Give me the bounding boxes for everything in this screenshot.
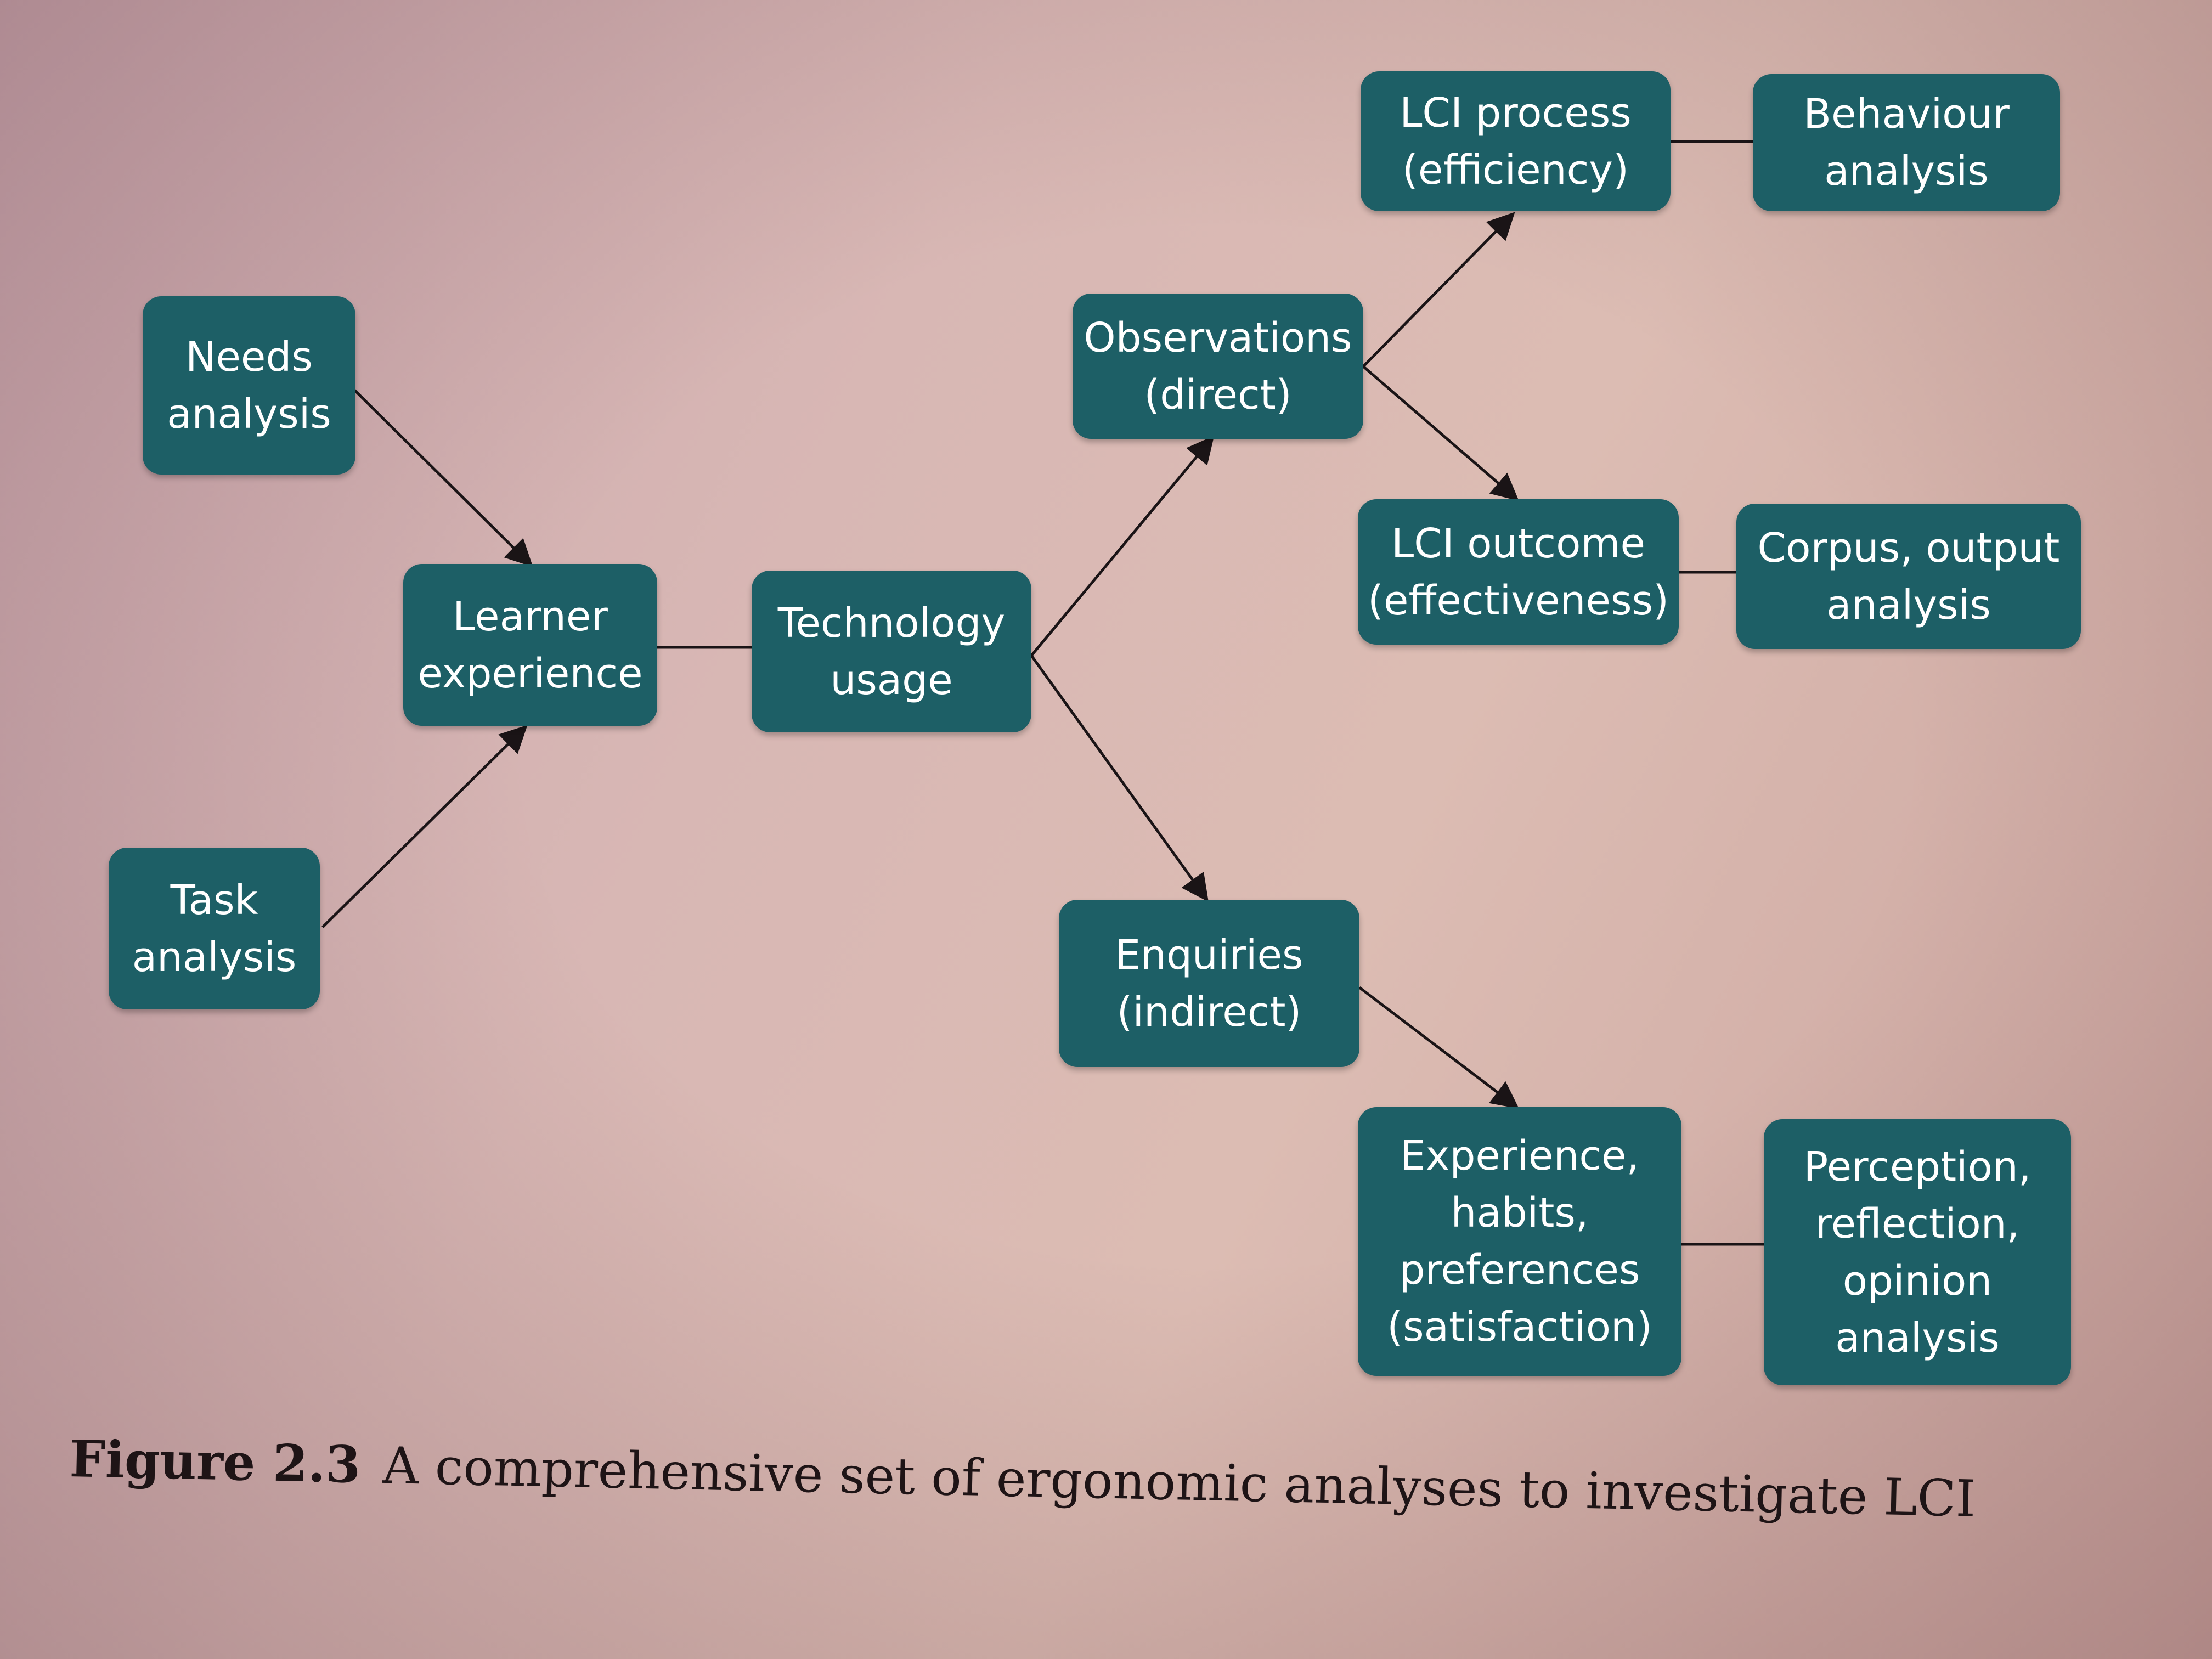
lci-process-box: LCI process (efficiency) xyxy=(1361,71,1671,211)
task-analysis-box: Task analysis xyxy=(109,848,320,1009)
arrow-task-to-learner xyxy=(321,725,528,928)
arrow-needs-to-learner xyxy=(347,383,533,567)
corpus-analysis-box: Corpus, output analysis xyxy=(1736,504,2081,649)
arrow-enquiries-to-experience xyxy=(1358,986,1519,1109)
behaviour-analysis-box: Behaviour analysis xyxy=(1753,74,2060,211)
arrow-technology-to-observations xyxy=(1030,436,1215,657)
figure-label: Figure 2.3 xyxy=(69,1429,362,1495)
enquiries-box: Enquiries (indirect) xyxy=(1059,900,1359,1067)
lci-outcome-box: LCI outcome (effectiveness) xyxy=(1358,499,1679,645)
experience-habits-box: Experience, habits, preferences (satisfa… xyxy=(1358,1107,1681,1376)
perception-analysis-box: Perception, reflection, opinion analysis xyxy=(1764,1119,2071,1385)
arrow-observations-to-lcioutcome xyxy=(1362,365,1519,501)
arrow-observations-to-lciprocess xyxy=(1362,212,1515,368)
arrow-technology-to-enquiries xyxy=(1030,654,1209,902)
technology-usage-box: Technology usage xyxy=(752,571,1031,732)
needs-analysis-box: Needs analysis xyxy=(143,296,356,475)
observations-box: Observations (direct) xyxy=(1073,294,1363,439)
learner-experience-box: Learner experience xyxy=(403,564,657,726)
